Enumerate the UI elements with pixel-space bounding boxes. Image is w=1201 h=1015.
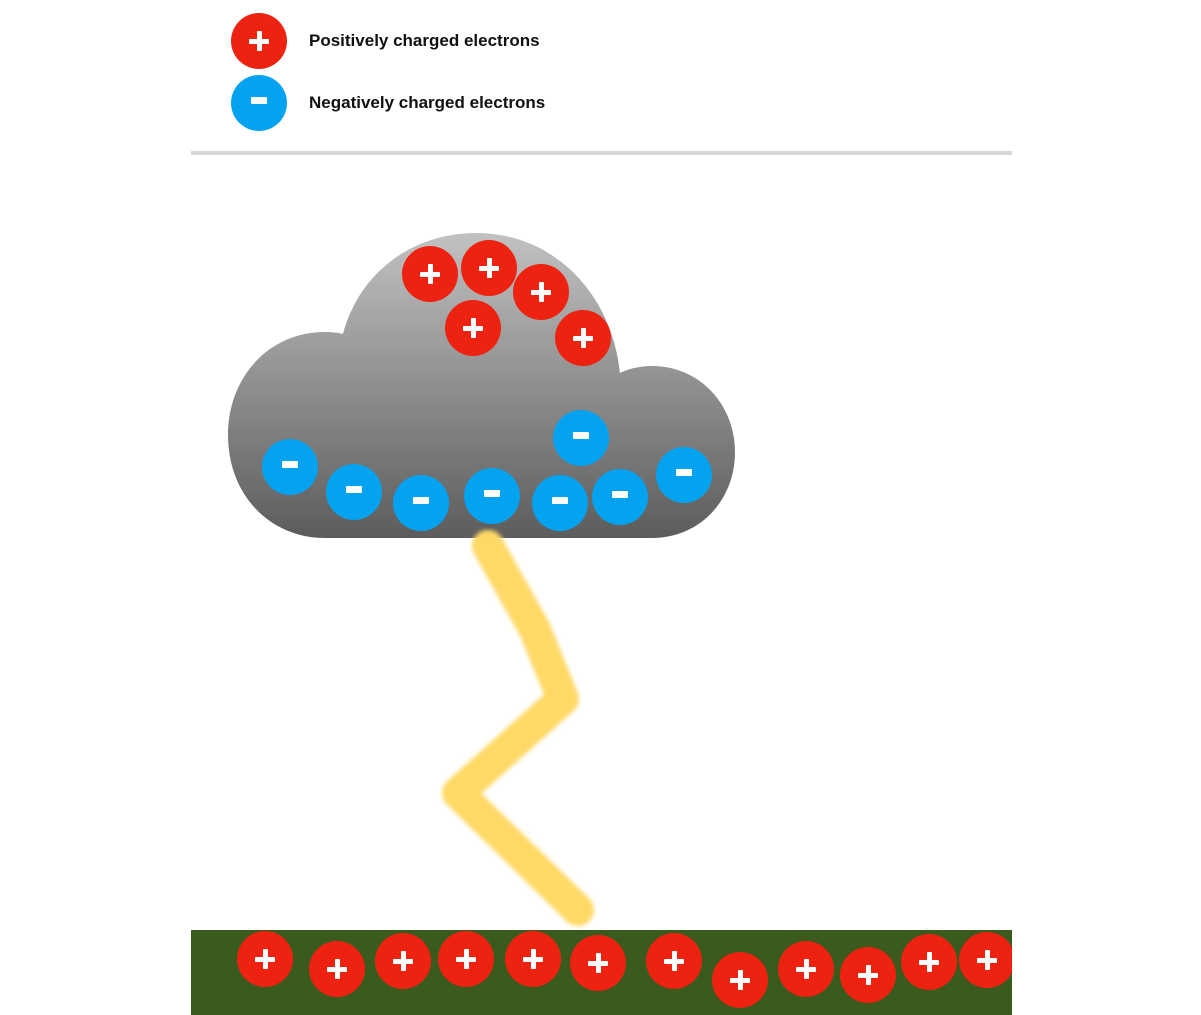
cloud-positive-charge xyxy=(513,264,569,320)
cloud-negative-charge xyxy=(262,439,318,495)
cloud-negative-charge xyxy=(592,469,648,525)
legend-positive-label: Positively charged electrons xyxy=(309,31,540,50)
lightning-bolt xyxy=(442,530,594,926)
storm-cloud xyxy=(228,233,735,538)
cloud-positive-charge xyxy=(445,300,501,356)
ground-positive-charge xyxy=(375,933,431,989)
ground-positive-charge xyxy=(840,947,896,1003)
cloud-positive-charge xyxy=(461,240,517,296)
cloud-negative-charge xyxy=(532,475,588,531)
ground-positive-charge xyxy=(309,941,365,997)
ground-positive-charge xyxy=(646,933,702,989)
cloud-negative-charge xyxy=(326,464,382,520)
legend-negative-label: Negatively charged electrons xyxy=(309,93,546,112)
cloud-negative-charge xyxy=(464,468,520,524)
negative-charge-icon xyxy=(231,75,287,131)
ground-positive-charge xyxy=(901,934,957,990)
ground xyxy=(191,930,1012,1015)
legend-positive: Positively charged electrons xyxy=(231,13,540,69)
divider xyxy=(191,151,1012,155)
cloud-negative-charge xyxy=(656,447,712,503)
ground-positive-charge xyxy=(778,941,834,997)
ground-positive-charge xyxy=(237,931,293,987)
positive-charge-icon xyxy=(231,13,287,69)
cloud-negative-charge xyxy=(393,475,449,531)
ground-positive-charge xyxy=(570,935,626,991)
ground-positive-charge xyxy=(505,931,561,987)
ground-positive-charge xyxy=(712,952,768,1008)
cloud-positive-charge xyxy=(555,310,611,366)
legend-negative: Negatively charged electrons xyxy=(231,75,545,131)
cloud-negative-charge xyxy=(553,410,609,466)
ground-positive-charge xyxy=(438,931,494,987)
cloud-positive-charge xyxy=(402,246,458,302)
ground-positive-charge xyxy=(959,932,1012,988)
